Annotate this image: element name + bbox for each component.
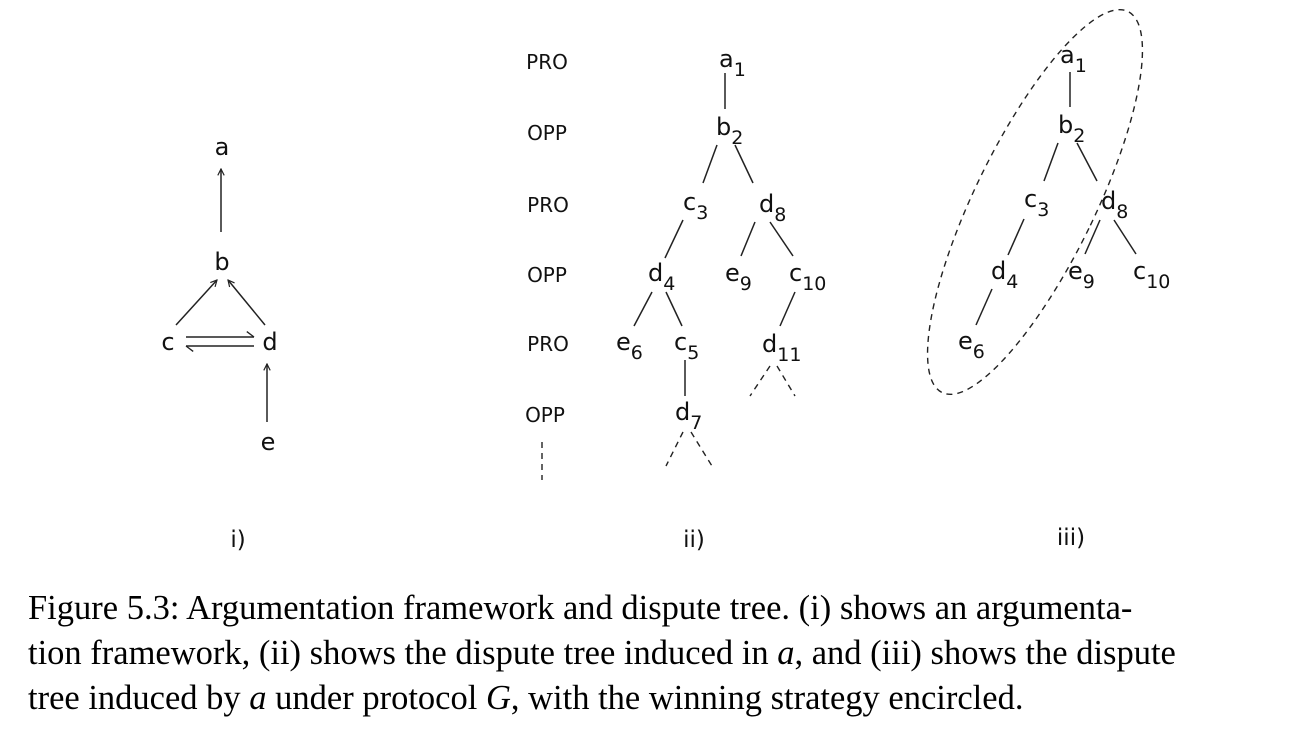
row-label-pro: PRO <box>527 332 569 356</box>
node-c10: c10 <box>789 259 826 295</box>
node-e9: e9 <box>725 259 752 295</box>
attack-c-b <box>175 280 217 326</box>
tree-continuation <box>665 431 684 467</box>
node-c10: c10 <box>1133 257 1170 293</box>
row-label-opp: OPP <box>525 403 565 427</box>
node-d4: d4 <box>648 259 675 295</box>
tree-edge <box>1007 218 1025 256</box>
node-d11: d11 <box>762 330 801 366</box>
tree-edge <box>1113 219 1137 255</box>
tree-edge <box>740 221 756 257</box>
tree-edge <box>734 144 754 184</box>
tree-edge <box>779 291 796 327</box>
node-d7: d7 <box>675 398 702 434</box>
caption-line-2: tion framework, (ii) shows the dispute t… <box>28 634 1176 672</box>
tree-edge <box>664 219 684 259</box>
node-e6: e6 <box>958 327 985 363</box>
panel-ii-dispute-tree: PRO OPP PRO OPP PRO OPP a1 b2 c3 d8 d4 e… <box>525 45 826 553</box>
caption-line-3: tree induced by a under protocol G, with… <box>28 679 1024 717</box>
panel-i-framework: a b c d e i) <box>161 133 277 553</box>
tree-continuation <box>776 365 796 397</box>
tree-edge <box>702 144 718 184</box>
node-e6: e6 <box>616 328 643 364</box>
node-c: c <box>161 328 174 356</box>
node-b2: b2 <box>1058 111 1085 147</box>
node-e: e <box>261 428 276 456</box>
tree-edge <box>769 221 794 257</box>
figure-canvas: a b c d e i) PRO OPP PRO OPP PRO OPP a1 … <box>161 8 1170 553</box>
panel-iii-protocol-tree: a1 b2 c3 d8 d4 e9 c10 e6 iii) <box>926 8 1170 551</box>
tree-continuation <box>690 431 713 467</box>
winning-strategy-ellipse <box>926 8 1144 396</box>
variable-a: a <box>249 679 267 717</box>
row-label-pro: PRO <box>527 193 569 217</box>
node-b2: b2 <box>716 113 743 149</box>
panel-i-label: i) <box>230 527 245 553</box>
caption-line-1: Figure 5.3: Argumentation framework and … <box>28 589 1133 627</box>
variable-a: a <box>777 634 795 672</box>
node-a: a <box>215 133 230 161</box>
node-d4: d4 <box>991 257 1018 293</box>
row-label-opp: OPP <box>527 263 567 287</box>
node-a1: a1 <box>719 45 746 81</box>
tree-edge <box>633 291 653 327</box>
protocol-g: G <box>485 679 511 717</box>
panel-iii-label: iii) <box>1057 525 1085 551</box>
node-c3: c3 <box>683 188 708 224</box>
figure-caption: Figure 5.3: Argumentation framework and … <box>28 586 1290 721</box>
row-label-pro: PRO <box>526 50 568 74</box>
attack-d-b <box>228 280 266 326</box>
tree-continuation <box>749 365 771 397</box>
node-d8: d8 <box>759 190 786 226</box>
tree-edge <box>665 291 683 327</box>
tree-edge <box>1076 142 1098 182</box>
tree-edge <box>1084 219 1101 255</box>
panel-ii-label: ii) <box>683 527 705 553</box>
tree-edge <box>975 288 993 326</box>
node-c3: c3 <box>1024 185 1049 221</box>
node-d: d <box>262 328 277 356</box>
node-e9: e9 <box>1068 257 1095 293</box>
node-b: b <box>214 248 229 276</box>
node-a1: a1 <box>1060 41 1087 77</box>
node-c5: c5 <box>674 328 699 364</box>
tree-edge <box>1043 142 1059 182</box>
row-label-opp: OPP <box>527 121 567 145</box>
